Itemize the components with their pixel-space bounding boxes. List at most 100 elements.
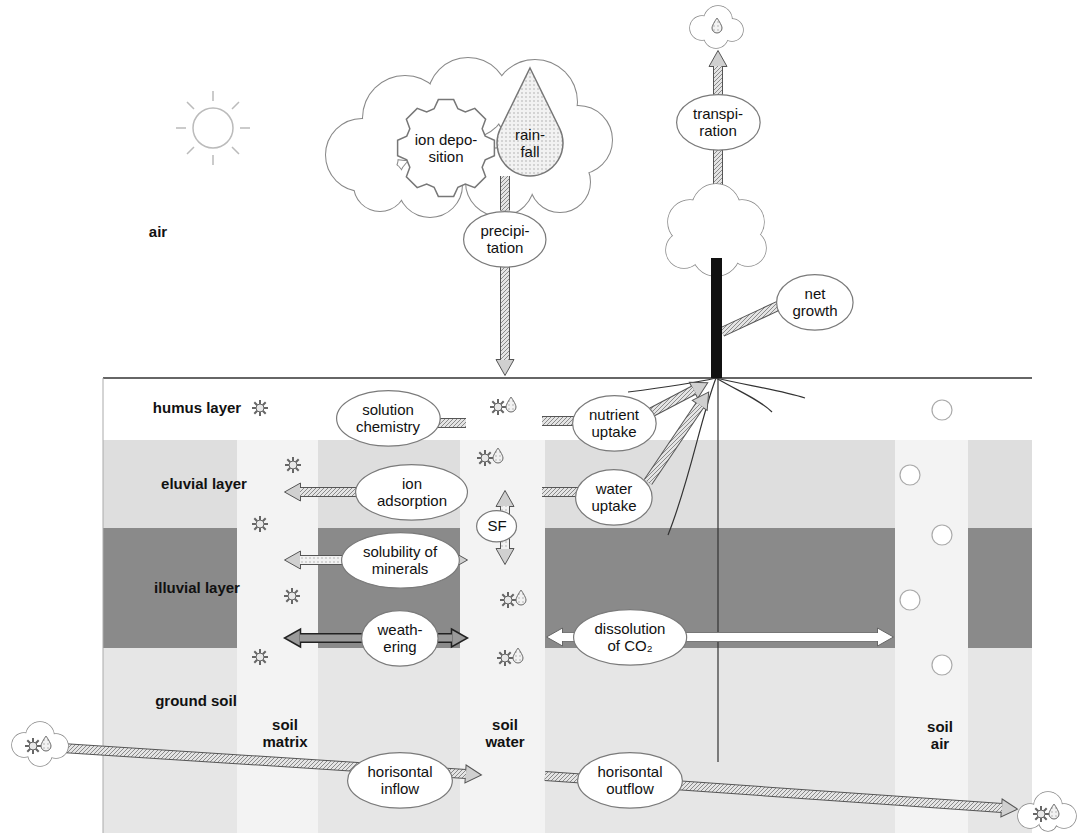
soil-particle-symbols <box>252 400 268 416</box>
layer-label: soil matrix <box>253 716 317 751</box>
node-text-block: ion adsorption <box>371 475 453 510</box>
process-ellipse: solubility of minerals <box>341 532 460 589</box>
soil-layer-bands <box>103 378 104 833</box>
soil-air-bubbles <box>932 655 952 675</box>
node-text-block: transpi- ration <box>686 105 750 140</box>
ellipse-shape <box>362 610 438 666</box>
node-text: transpi- ration <box>686 105 750 140</box>
layer-label: soil water <box>473 716 537 751</box>
soil-air-bubbles <box>900 400 952 675</box>
node-text: solution chemistry <box>352 401 424 436</box>
big-cloud <box>354 159 406 211</box>
node-text-block: ion depo- sition <box>410 131 482 166</box>
sun-icon <box>176 91 250 165</box>
side-clouds <box>25 736 51 754</box>
node-text: horisontal inflow <box>360 763 440 798</box>
small-cloud <box>712 18 722 33</box>
layer-label: illuvial layer <box>132 579 262 596</box>
tree-crown <box>666 184 766 378</box>
node-text: SF <box>477 517 517 534</box>
process-ellipse: weath- ering <box>361 610 439 667</box>
ellipse-shape <box>464 211 546 267</box>
process-ellipse: solution chemistry <box>336 390 441 447</box>
node-text-block: net growth <box>789 285 841 320</box>
uptake-arrows <box>652 390 694 412</box>
big-cloud <box>326 58 612 217</box>
ellipse-shape <box>348 752 453 808</box>
ellipse-shape <box>576 469 652 525</box>
sun-icon <box>176 91 250 165</box>
tree-roots <box>628 378 716 392</box>
uptake-arrows <box>648 405 700 482</box>
tree-roots <box>717 378 718 762</box>
process-ellipse: water uptake <box>575 469 653 526</box>
process-ellipse: dissolution of CO₂ <box>573 609 687 666</box>
drop-shape <box>497 68 563 176</box>
flow-connector <box>500 176 510 211</box>
growth-arrow <box>722 305 780 332</box>
node-text-block: solution chemistry <box>352 401 424 436</box>
node-text: ion adsorption <box>371 475 453 510</box>
growth-arrow <box>722 305 780 332</box>
soil-particle-symbols <box>284 588 300 604</box>
soil-layer-bands <box>103 378 1032 833</box>
node-text: ion depo- sition <box>410 131 482 166</box>
soil-air-bubbles <box>932 400 952 420</box>
node-text-block: horisontal outflow <box>590 763 670 798</box>
soil-layer-bands <box>103 377 1032 379</box>
node-text: dissolution of CO₂ <box>590 620 670 655</box>
growth-arrow <box>722 305 780 332</box>
node-text: horisontal outflow <box>590 763 670 798</box>
layer-label: soil air <box>920 718 960 753</box>
ion-deposition-gear: ion depo- sition <box>396 98 496 198</box>
node-text: weath- ering <box>372 621 428 656</box>
uptake-arrows <box>420 390 700 492</box>
process-ellipse: horisontal outflow <box>577 752 683 809</box>
process-ellipse: SF <box>476 510 517 542</box>
ellipse-shape <box>356 464 468 520</box>
layer-label: eluvial layer <box>139 475 269 492</box>
layer-label: humus layer <box>132 399 262 416</box>
node-text-block: dissolution of CO₂ <box>590 620 670 655</box>
process-ellipse: horisontal inflow <box>347 752 453 809</box>
side-clouds <box>1018 792 1076 831</box>
layer-label: air <box>128 223 188 240</box>
uptake-arrows <box>652 390 694 412</box>
flow-connector-group <box>504 176 505 211</box>
node-text: rain- fall <box>508 126 552 161</box>
node-text-block: water uptake <box>586 480 641 515</box>
node-text: nutrient uptake <box>583 406 645 441</box>
tree-crown <box>711 258 722 378</box>
node-text-block: SF <box>477 517 517 534</box>
node-text-block: nutrient uptake <box>583 406 645 441</box>
drop-outline <box>496 67 564 177</box>
tree-roots <box>716 378 772 412</box>
soil-layer-bands <box>103 378 1032 440</box>
ellipse-shape <box>676 94 760 150</box>
node-text: net growth <box>789 285 841 320</box>
node-text-block: horisontal inflow <box>360 763 440 798</box>
soil-particle-symbols <box>500 590 526 608</box>
soil-air-bubbles <box>900 590 920 610</box>
soil-particle-symbols <box>252 649 268 665</box>
horizontal-flow-arrows <box>62 748 1002 808</box>
soil-air-bubbles <box>932 525 952 545</box>
soil-particle-symbols <box>490 397 516 415</box>
small-cloud <box>690 6 743 48</box>
small-cloud <box>690 6 743 48</box>
side-clouds <box>1033 804 1059 822</box>
process-ellipse: transpi- ration <box>676 94 761 151</box>
layer-label: ground soil <box>131 692 261 709</box>
soil-particle-symbols <box>497 648 523 666</box>
side-clouds <box>12 722 68 766</box>
process-ellipse: nutrient uptake <box>572 395 657 452</box>
flow-connector-hatch <box>501 176 509 211</box>
small-cloud <box>690 6 743 48</box>
tree-crown <box>666 232 702 268</box>
uptake-arrows <box>648 405 700 482</box>
tree-roots <box>628 378 805 762</box>
process-ellipse: net growth <box>776 274 854 331</box>
ellipse-shape <box>777 274 853 330</box>
soil-air-bubbles <box>900 465 920 485</box>
